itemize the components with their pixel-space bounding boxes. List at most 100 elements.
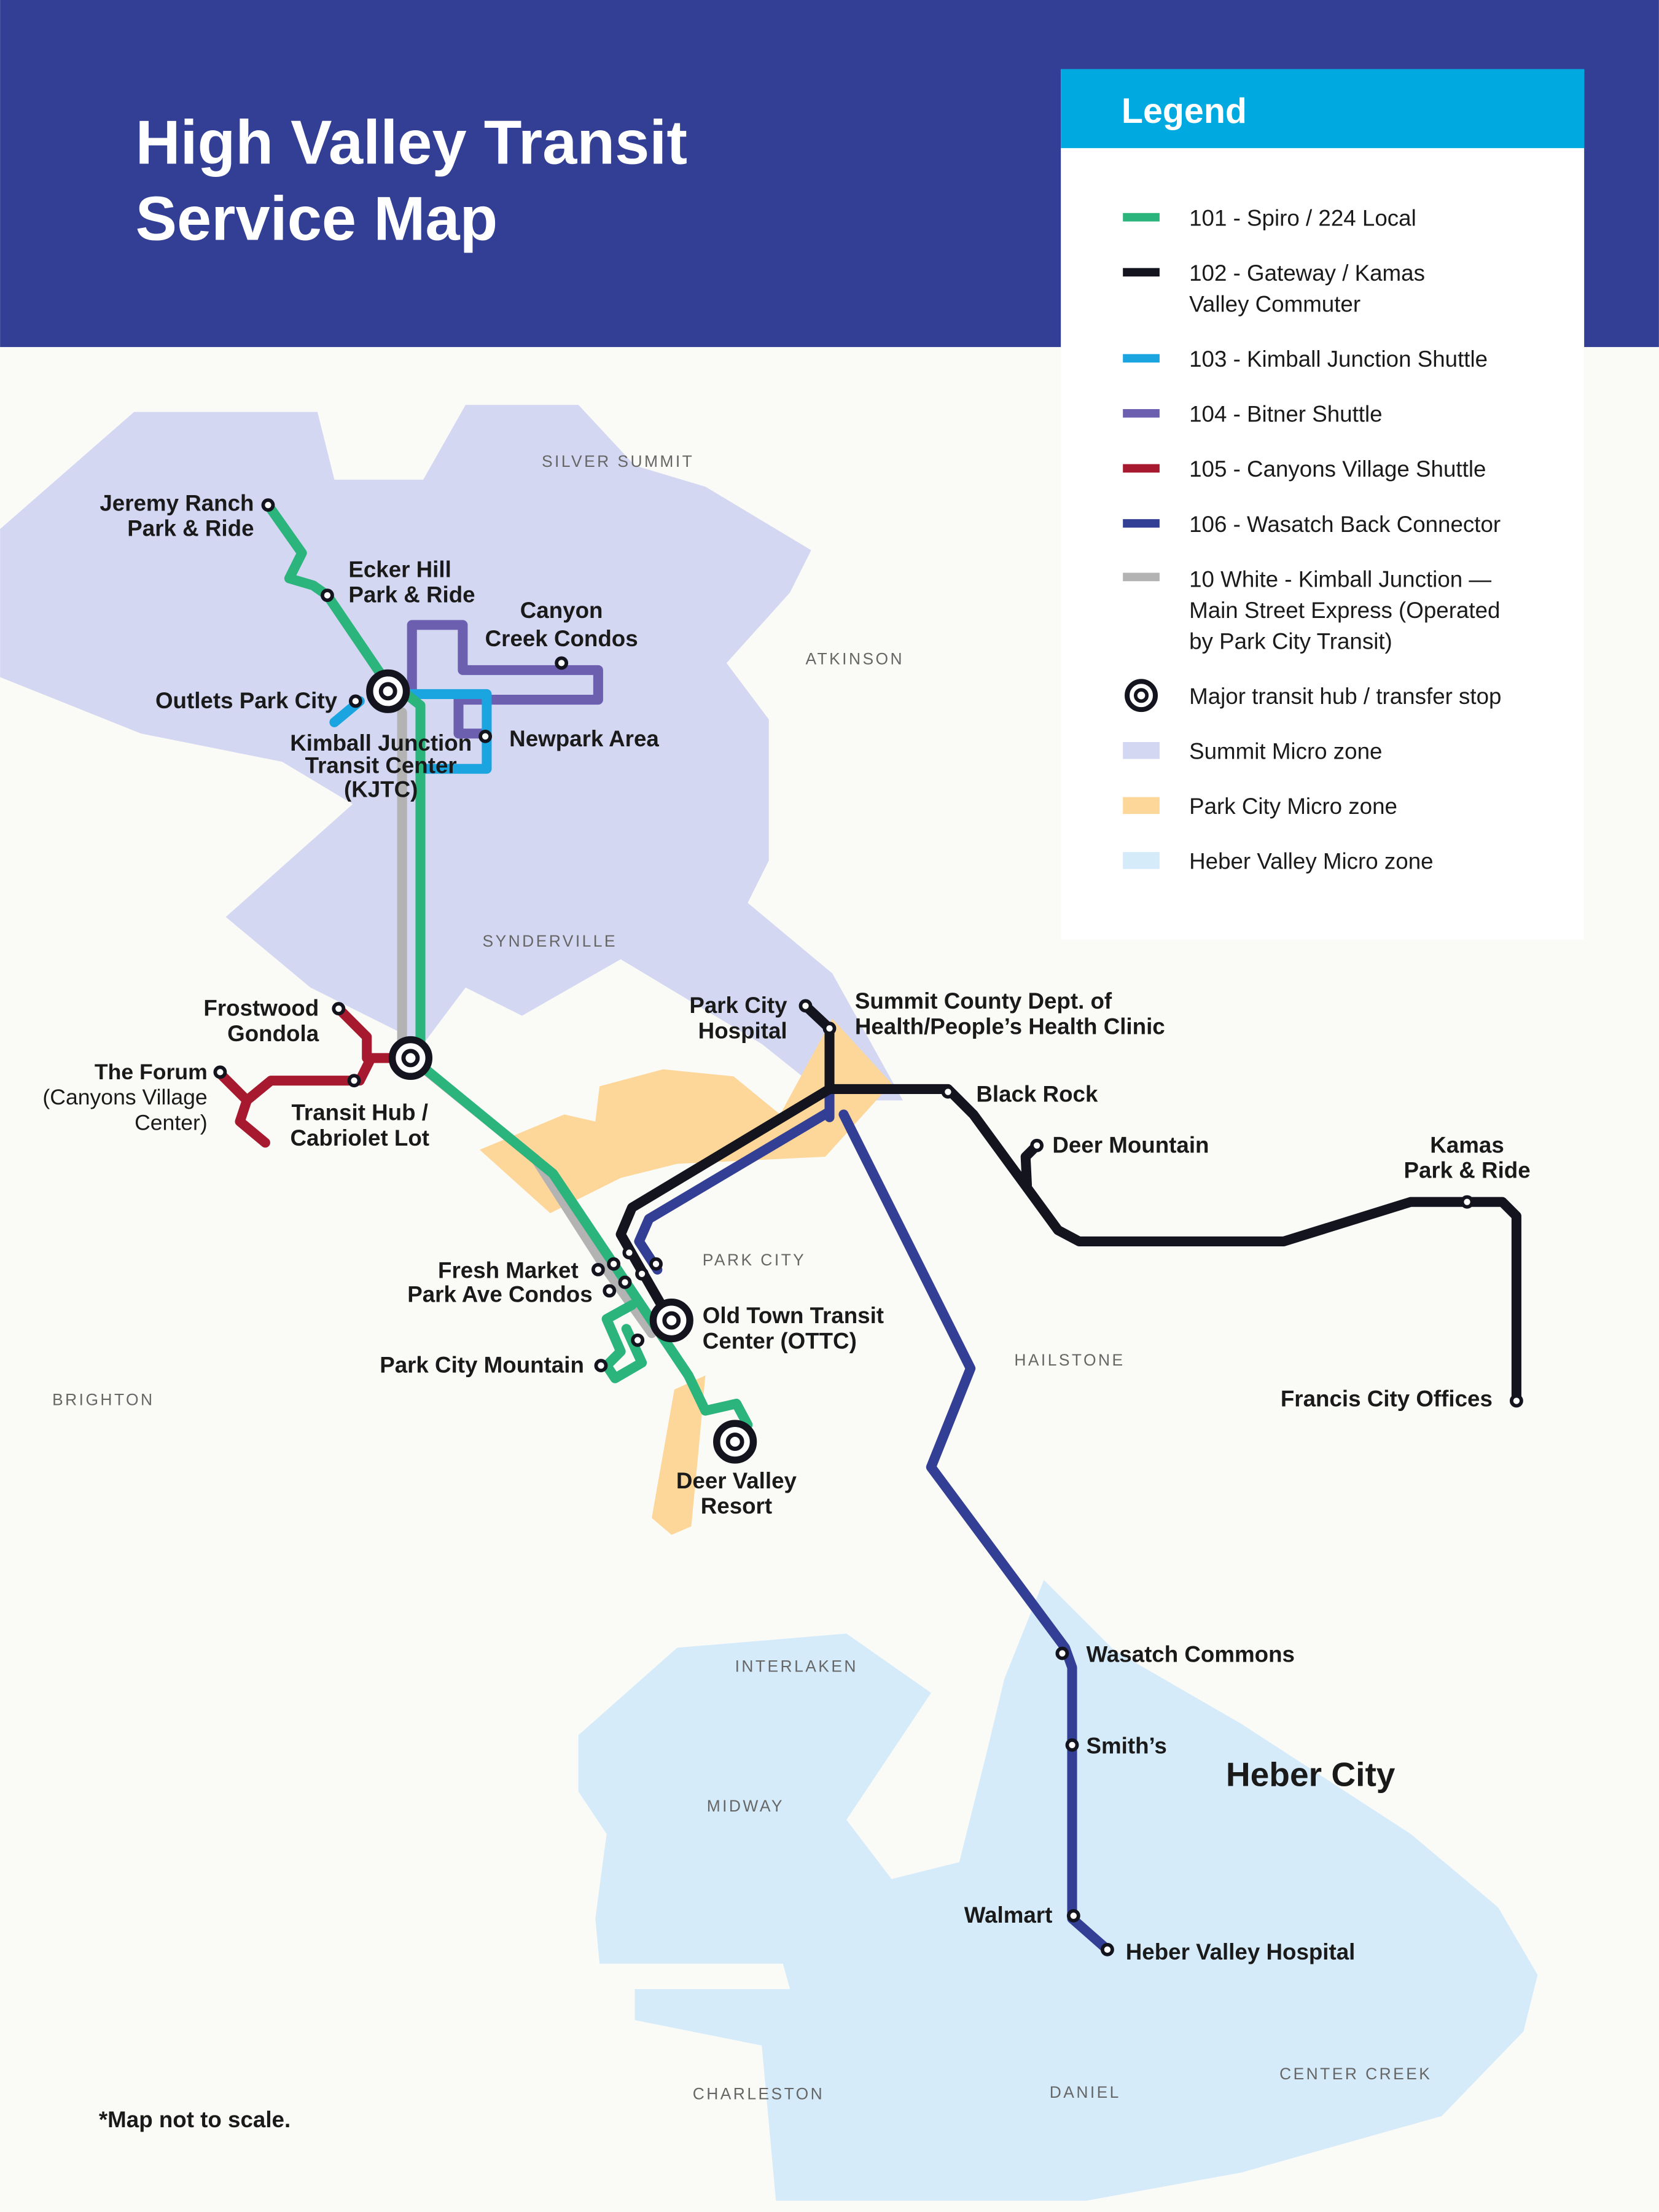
legend-item: 106 - Wasatch Back Connector [1189, 512, 1501, 537]
legend-swatch-park-city-zone [1123, 797, 1160, 815]
legend-item: 105 - Canyons Village Shuttle [1189, 456, 1486, 482]
stop-marker[interactable] [798, 999, 813, 1013]
stop-marker[interactable] [321, 588, 334, 603]
stop-marker[interactable] [941, 1085, 955, 1099]
area-label: ATKINSON [805, 650, 904, 668]
station-park-city-mountain[interactable]: Park City Mountain [380, 1353, 584, 1378]
heber-city-label: Heber City [1226, 1755, 1396, 1793]
stop-marker[interactable] [618, 1275, 632, 1289]
stop-marker[interactable] [594, 1359, 608, 1372]
transfer-hub-kjtc[interactable] [366, 669, 410, 713]
stop-marker[interactable] [649, 1257, 663, 1271]
stop-marker[interactable] [603, 1284, 617, 1298]
legend-item: Major transit hub / transfer stop [1189, 684, 1501, 709]
stop-marker[interactable] [622, 1246, 636, 1260]
legend-swatch-101 [1123, 213, 1160, 222]
station-deer-mountain[interactable]: Deer Mountain [1052, 1132, 1209, 1157]
stop-marker[interactable] [1055, 1646, 1069, 1660]
stop-marker[interactable] [478, 729, 493, 743]
station-outlets-park-city[interactable]: Outlets Park City [155, 688, 338, 713]
transfer-hub-icon [1125, 679, 1158, 713]
stop-marker[interactable] [635, 1267, 649, 1281]
stop-marker[interactable] [261, 498, 275, 512]
stop-marker[interactable] [1066, 1909, 1080, 1923]
station-francis-city-offices[interactable]: Francis City Offices [1281, 1386, 1493, 1412]
area-labels: SILVER SUMMIT ATKINSON SYNDERVILLE PARK … [52, 452, 1432, 2103]
area-label: PARK CITY [703, 1251, 806, 1269]
stop-marker[interactable] [607, 1257, 621, 1271]
legend-swatch-102 [1123, 268, 1160, 277]
legend-item: Heber Valley Micro zone [1189, 849, 1433, 874]
legend-item: Park City Micro zone [1189, 794, 1397, 819]
legend-item: Summit Micro zone [1189, 739, 1382, 764]
legend-swatch-103 [1123, 354, 1160, 363]
map-scale-footnote: *Map not to scale. [99, 2107, 291, 2132]
station-walmart[interactable]: Walmart [964, 1902, 1053, 1928]
legend-swatch-106 [1123, 519, 1160, 528]
station-wasatch-commons[interactable]: Wasatch Commons [1086, 1641, 1295, 1667]
stop-marker[interactable] [213, 1065, 227, 1079]
stop-marker[interactable] [1065, 1738, 1079, 1752]
page-title-line-1: High Valley Transit [136, 108, 687, 177]
stop-marker[interactable] [1030, 1138, 1044, 1152]
station-black-rock[interactable]: Black Rock [976, 1082, 1098, 1107]
transfer-hub-ottc[interactable] [649, 1298, 693, 1343]
legend-header [1061, 69, 1585, 149]
legend-swatch-10-white [1123, 573, 1160, 582]
legend-swatch-heber-zone [1123, 852, 1160, 869]
stop-marker[interactable] [591, 1262, 605, 1276]
route-104-bitner[interactable] [407, 620, 603, 739]
stop-marker[interactable] [1101, 1942, 1114, 1956]
station-cabriolet-lot[interactable]: Transit Hub /Cabriolet Lot [290, 1100, 429, 1150]
stop-marker[interactable] [1510, 1394, 1523, 1408]
stop-marker[interactable] [347, 1074, 361, 1088]
stop-marker[interactable] [555, 656, 569, 670]
transfer-hub-deer-valley[interactable] [713, 1420, 757, 1464]
legend-swatch-summit-zone [1123, 741, 1160, 759]
legend-swatch-105 [1123, 464, 1160, 473]
page-title-line-2: Service Map [136, 184, 498, 253]
area-label: CENTER CREEK [1279, 2065, 1432, 2083]
park-city-micro-zone [479, 1018, 892, 1214]
stop-marker[interactable] [1460, 1195, 1474, 1209]
station-newpark[interactable]: Newpark Area [509, 726, 659, 751]
stop-marker[interactable] [332, 1002, 346, 1015]
area-label: DANIEL [1050, 2083, 1121, 2101]
stop-marker[interactable] [822, 1022, 837, 1036]
transfer-hub-cabriolet[interactable] [388, 1036, 433, 1081]
legend-title: Legend [1122, 92, 1247, 131]
legend-item: 10 White - Kimball Junction —Main Street… [1189, 566, 1500, 654]
station-heber-valley-hospital[interactable]: Heber Valley Hospital [1126, 1939, 1356, 1964]
legend-item: 103 - Kimball Junction Shuttle [1189, 346, 1488, 372]
area-label: HAILSTONE [1014, 1351, 1125, 1369]
area-label: MIDWAY [707, 1797, 784, 1815]
legend-item: 104 - Bitner Shuttle [1189, 402, 1382, 427]
area-label: SYNDERVILLE [483, 932, 617, 950]
stop-marker[interactable] [631, 1333, 645, 1347]
area-label: SILVER SUMMIT [542, 452, 694, 471]
heber-valley-micro-zone [578, 1580, 1538, 2201]
area-label: CHARLESTON [693, 2084, 824, 2103]
stop-marker[interactable] [348, 694, 362, 708]
station-smiths[interactable]: Smith’s [1086, 1733, 1166, 1759]
area-label: INTERLAKEN [735, 1657, 858, 1675]
area-label: BRIGHTON [52, 1390, 154, 1409]
stops [213, 498, 1523, 1956]
legend-item: 101 - Spiro / 224 Local [1189, 205, 1416, 230]
summit-micro-zone [0, 405, 903, 1101]
